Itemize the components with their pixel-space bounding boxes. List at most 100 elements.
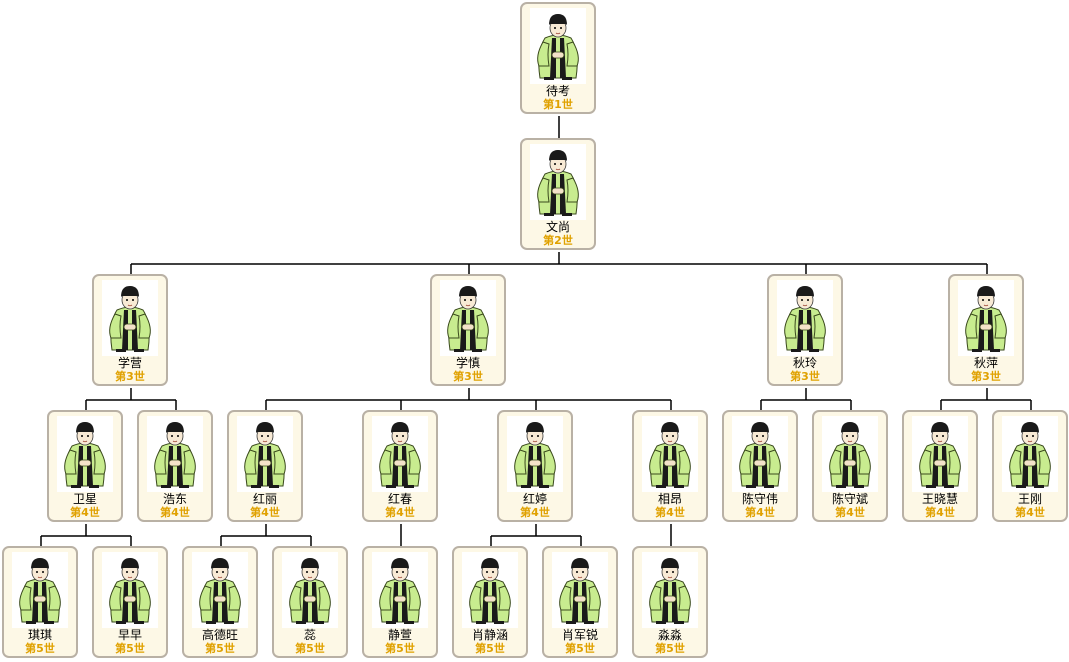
- member-portrait: [12, 552, 68, 628]
- scholar-figure-icon: [244, 422, 286, 488]
- member-name: 红婷: [522, 492, 547, 506]
- member-card[interactable]: 陈守伟第4世: [722, 410, 798, 522]
- member-generation: 第5世: [115, 642, 145, 655]
- member-generation: 第4世: [925, 506, 955, 519]
- member-generation: 第4世: [520, 506, 550, 519]
- member-portrait: [372, 416, 428, 492]
- member-card[interactable]: 秋玲第3世: [767, 274, 843, 386]
- member-generation: 第4世: [160, 506, 190, 519]
- scholar-figure-icon: [19, 558, 61, 624]
- member-name: 相昂: [657, 492, 682, 506]
- member-card[interactable]: 琪琪第5世: [2, 546, 78, 658]
- member-name: 待考: [545, 84, 570, 98]
- member-name: 早早: [117, 628, 142, 642]
- member-portrait: [102, 280, 158, 356]
- scholar-figure-icon: [109, 286, 151, 352]
- member-card[interactable]: 浩东第4世: [137, 410, 213, 522]
- member-card[interactable]: 早早第5世: [92, 546, 168, 658]
- scholar-figure-icon: [919, 422, 961, 488]
- member-portrait: [912, 416, 968, 492]
- member-card[interactable]: 红春第4世: [362, 410, 438, 522]
- member-card[interactable]: 蕊第5世: [272, 546, 348, 658]
- member-generation: 第3世: [790, 370, 820, 383]
- member-card[interactable]: 相昂第4世: [632, 410, 708, 522]
- member-generation: 第5世: [565, 642, 595, 655]
- member-portrait: [958, 280, 1014, 356]
- member-generation: 第4世: [1015, 506, 1045, 519]
- member-card[interactable]: 陈守斌第4世: [812, 410, 888, 522]
- member-generation: 第3世: [453, 370, 483, 383]
- member-name: 肖军锐: [561, 628, 598, 642]
- member-generation: 第5世: [25, 642, 55, 655]
- member-portrait: [102, 552, 158, 628]
- member-name: 红春: [387, 492, 412, 506]
- member-card[interactable]: 王刚第4世: [992, 410, 1068, 522]
- member-name: 肖静涵: [471, 628, 508, 642]
- member-card[interactable]: 学慎第3世: [430, 274, 506, 386]
- member-generation: 第3世: [115, 370, 145, 383]
- member-generation: 第4世: [745, 506, 775, 519]
- member-name: 文尚: [545, 220, 570, 234]
- member-generation: 第4世: [835, 506, 865, 519]
- scholar-figure-icon: [154, 422, 196, 488]
- member-portrait: [192, 552, 248, 628]
- member-portrait: [777, 280, 833, 356]
- member-card[interactable]: 文尚第2世: [520, 138, 596, 250]
- member-name: 王晓慧: [921, 492, 958, 506]
- member-generation: 第5世: [475, 642, 505, 655]
- member-name: 琪琪: [27, 628, 52, 642]
- member-card[interactable]: 淼淼第5世: [632, 546, 708, 658]
- member-card[interactable]: 卫星第4世: [47, 410, 123, 522]
- member-name: 秋玲: [792, 356, 817, 370]
- member-generation: 第5世: [295, 642, 325, 655]
- member-card[interactable]: 红婷第4世: [497, 410, 573, 522]
- member-name: 蕊: [303, 628, 316, 642]
- member-portrait: [1002, 416, 1058, 492]
- scholar-figure-icon: [199, 558, 241, 624]
- scholar-figure-icon: [649, 558, 691, 624]
- scholar-figure-icon: [965, 286, 1007, 352]
- member-name: 卫星: [72, 492, 97, 506]
- member-portrait: [530, 8, 586, 84]
- member-card[interactable]: 肖静涵第5世: [452, 546, 528, 658]
- scholar-figure-icon: [739, 422, 781, 488]
- member-card[interactable]: 红丽第4世: [227, 410, 303, 522]
- member-portrait: [552, 552, 608, 628]
- member-card[interactable]: 秋萍第3世: [948, 274, 1024, 386]
- member-name: 淼淼: [657, 628, 682, 642]
- scholar-figure-icon: [649, 422, 691, 488]
- member-card[interactable]: 王晓慧第4世: [902, 410, 978, 522]
- member-portrait: [642, 416, 698, 492]
- scholar-figure-icon: [109, 558, 151, 624]
- scholar-figure-icon: [1009, 422, 1051, 488]
- member-portrait: [642, 552, 698, 628]
- scholar-figure-icon: [537, 150, 579, 216]
- member-card[interactable]: 静萱第5世: [362, 546, 438, 658]
- member-name: 秋萍: [973, 356, 998, 370]
- member-generation: 第4世: [250, 506, 280, 519]
- member-generation: 第4世: [70, 506, 100, 519]
- member-portrait: [57, 416, 113, 492]
- scholar-figure-icon: [379, 558, 421, 624]
- member-portrait: [282, 552, 338, 628]
- member-generation: 第1世: [543, 98, 573, 111]
- member-name: 浩东: [162, 492, 187, 506]
- scholar-figure-icon: [514, 422, 556, 488]
- member-portrait: [147, 416, 203, 492]
- member-portrait: [440, 280, 496, 356]
- member-name: 高德旺: [201, 628, 238, 642]
- scholar-figure-icon: [559, 558, 601, 624]
- member-portrait: [507, 416, 563, 492]
- scholar-figure-icon: [469, 558, 511, 624]
- member-name: 陈守伟: [741, 492, 778, 506]
- member-card[interactable]: 肖军锐第5世: [542, 546, 618, 658]
- member-card[interactable]: 学营第3世: [92, 274, 168, 386]
- member-card[interactable]: 待考第1世: [520, 2, 596, 114]
- member-generation: 第2世: [543, 234, 573, 247]
- scholar-figure-icon: [784, 286, 826, 352]
- member-card[interactable]: 高德旺第5世: [182, 546, 258, 658]
- member-name: 陈守斌: [831, 492, 868, 506]
- member-generation: 第4世: [655, 506, 685, 519]
- member-generation: 第3世: [971, 370, 1001, 383]
